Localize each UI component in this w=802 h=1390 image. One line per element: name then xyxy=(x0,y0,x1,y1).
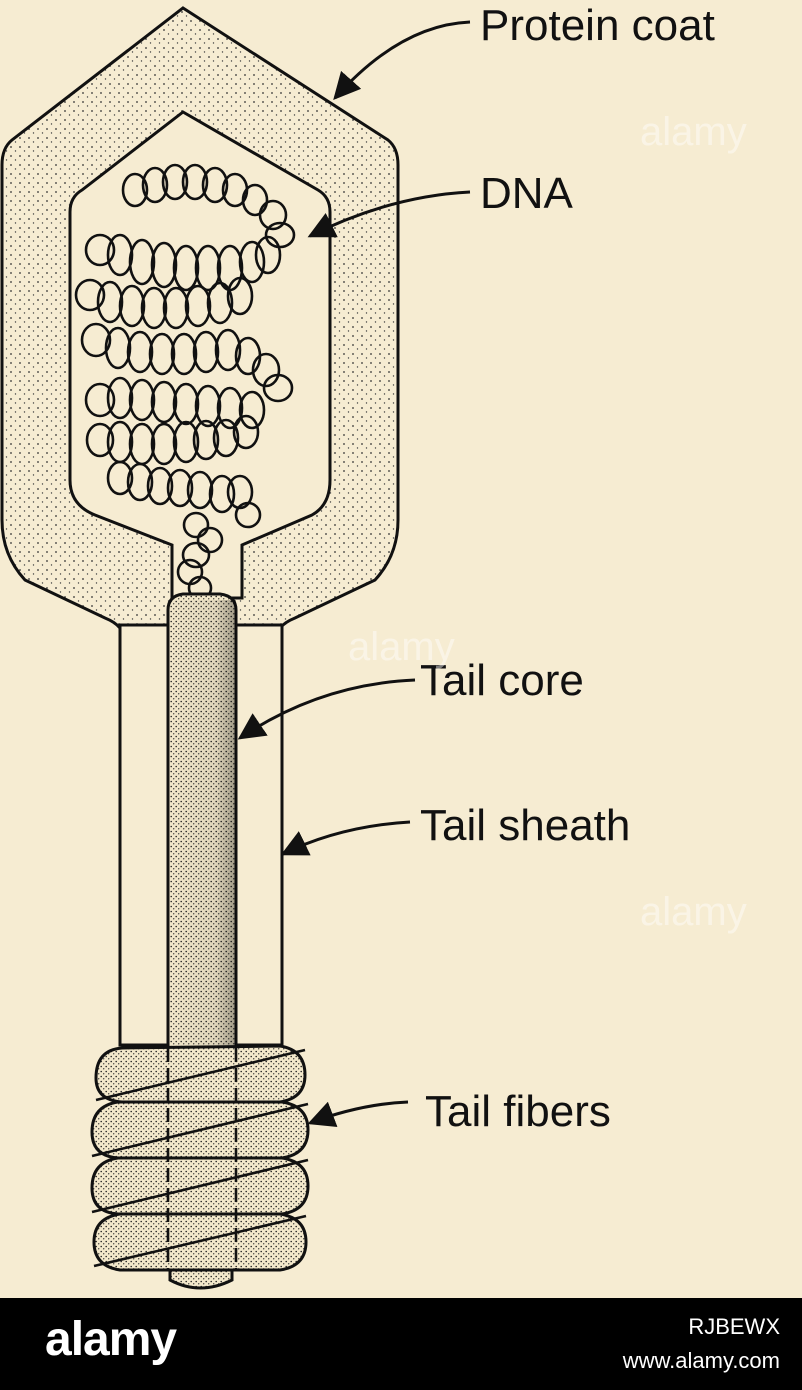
dna-coils xyxy=(74,163,296,601)
arrow-protein-coat xyxy=(333,20,471,101)
tail-sheath-label: Tail sheath xyxy=(420,801,630,850)
bacteriophage-diagram: Protein coat DNA Tail core Tail sheath T… xyxy=(0,1,747,1290)
pointer-arrows xyxy=(237,20,471,1127)
watermarks: alamy alamy alamy xyxy=(348,110,747,934)
svg-text:alamy: alamy xyxy=(348,625,455,669)
arrow-tail-sheath xyxy=(280,820,411,856)
image-id: RJBEWX xyxy=(688,1314,780,1339)
stock-footer-bar: alamy RJBEWX www.alamy.com xyxy=(0,1298,802,1390)
svg-text:alamy: alamy xyxy=(640,110,747,154)
arrow-dna xyxy=(307,190,471,238)
site-url: www.alamy.com xyxy=(622,1348,780,1373)
svg-text:alamy: alamy xyxy=(640,890,747,934)
arrow-tail-fibers xyxy=(307,1100,409,1127)
alamy-logo: alamy xyxy=(45,1313,177,1366)
dna-label: DNA xyxy=(480,169,574,218)
tail-core-label: Tail core xyxy=(420,656,584,705)
tail-fibers-label: Tail fibers xyxy=(425,1087,611,1136)
protein-coat-label: Protein coat xyxy=(480,1,715,50)
arrow-tail-core xyxy=(237,678,416,740)
